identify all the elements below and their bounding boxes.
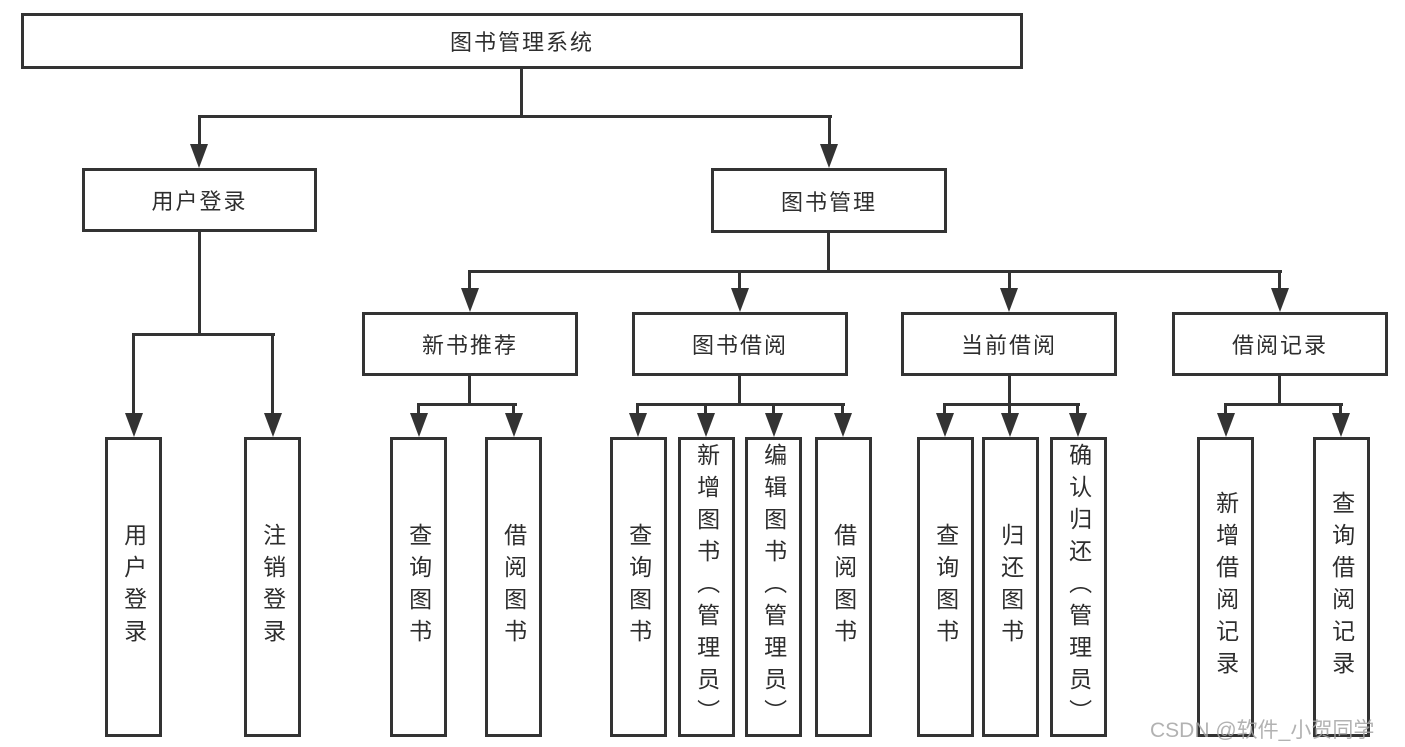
leaf-label: 用户登录: [120, 523, 147, 651]
connector-line: [636, 403, 639, 415]
leaf-label: 借阅图书: [830, 523, 857, 651]
connector-arrowhead: [505, 413, 523, 437]
leaf-label: 查询图书: [405, 523, 432, 651]
connector-arrowhead: [1217, 413, 1235, 437]
node-book-borrow: 图书借阅: [632, 312, 848, 376]
connector-line: [417, 403, 420, 415]
connector-line: [132, 333, 135, 417]
connector-arrowhead: [1001, 413, 1019, 437]
leaf-user-login: 用户登录: [105, 437, 162, 737]
node-new-book-recommend-label: 新书推荐: [421, 333, 518, 358]
leaf-label: 新增图书（管理员）: [693, 443, 720, 731]
connector-arrowhead: [1332, 413, 1350, 437]
connector-line: [828, 115, 831, 148]
node-new-book-recommend: 新书推荐: [362, 312, 578, 376]
connector-arrowhead: [834, 413, 852, 437]
connector-line: [738, 270, 741, 290]
connector-line: [943, 403, 946, 415]
connector-arrowhead: [190, 144, 208, 168]
leaf-confirm-return-admin: 确认归还（管理员）: [1050, 437, 1107, 737]
connector-line: [738, 376, 741, 405]
leaf-label: 确认归还（管理员）: [1065, 443, 1092, 731]
connector-line: [636, 403, 845, 406]
connector-arrowhead: [936, 413, 954, 437]
leaf-query-books-current: 查询图书: [917, 437, 974, 737]
connector-line: [1008, 376, 1011, 405]
leaf-edit-book-admin: 编辑图书（管理员）: [745, 437, 802, 737]
connector-line: [704, 403, 707, 415]
connector-line: [772, 403, 775, 415]
leaf-borrow-books-recommend: 借阅图书: [485, 437, 542, 737]
connector-line: [520, 68, 523, 117]
connector-line: [198, 232, 201, 335]
leaf-label: 新增借阅记录: [1212, 491, 1239, 683]
connector-arrowhead: [1271, 288, 1289, 312]
node-book-management: 图书管理: [711, 168, 947, 233]
leaf-query-books-borrow: 查询图书: [610, 437, 667, 737]
connector-line: [512, 403, 515, 415]
connector-arrowhead: [461, 288, 479, 312]
leaf-borrow-books: 借阅图书: [815, 437, 872, 737]
connector-line: [198, 115, 832, 118]
leaf-logout: 注销登录: [244, 437, 301, 737]
node-user-login: 用户登录: [82, 168, 317, 232]
connector-line: [841, 403, 844, 415]
leaf-query-books-recommend: 查询图书: [390, 437, 447, 737]
node-current-borrow: 当前借阅: [901, 312, 1117, 376]
leaf-query-borrow-record: 查询借阅记录: [1313, 437, 1370, 737]
connector-line: [468, 270, 1282, 273]
connector-line: [468, 376, 471, 405]
connector-line: [468, 270, 471, 290]
connector-arrowhead: [264, 413, 282, 437]
node-borrow-records-label: 借阅记录: [1231, 333, 1328, 358]
leaf-label: 查询图书: [625, 523, 652, 651]
leaf-add-borrow-record: 新增借阅记录: [1197, 437, 1254, 737]
node-user-login-label: 用户登录: [151, 189, 248, 214]
connector-arrowhead: [125, 413, 143, 437]
leaf-label: 借阅图书: [500, 523, 527, 651]
node-root-label: 图书管理系统: [449, 30, 594, 55]
connector-arrowhead: [697, 413, 715, 437]
connector-arrowhead: [731, 288, 749, 312]
connector-line: [1278, 376, 1281, 405]
connector-line: [198, 115, 201, 148]
node-book-management-label: 图书管理: [780, 189, 877, 215]
leaf-return-books: 归还图书: [982, 437, 1039, 737]
connector-line: [1278, 270, 1281, 290]
connector-line: [1076, 403, 1079, 415]
node-book-borrow-label: 图书借阅: [691, 333, 788, 358]
watermark: CSDN @软件_小贺同学: [1150, 719, 1375, 742]
connector-arrowhead: [629, 413, 647, 437]
leaf-label: 归还图书: [997, 523, 1024, 651]
connector-line: [1008, 403, 1011, 415]
connector-line: [1224, 403, 1227, 415]
leaf-add-book-admin: 新增图书（管理员）: [678, 437, 735, 737]
connector-arrowhead: [1000, 288, 1018, 312]
connector-arrowhead: [820, 144, 838, 168]
connector-arrowhead: [1069, 413, 1087, 437]
connector-line: [1224, 403, 1343, 406]
connector-line: [1339, 403, 1342, 415]
leaf-label: 查询借阅记录: [1328, 491, 1355, 683]
leaf-label: 编辑图书（管理员）: [760, 443, 787, 731]
node-current-borrow-label: 当前借阅: [960, 333, 1057, 358]
connector-line: [943, 403, 1080, 406]
connector-arrowhead: [410, 413, 428, 437]
node-borrow-records: 借阅记录: [1172, 312, 1388, 376]
connector-arrowhead: [765, 413, 783, 437]
connector-line: [132, 333, 275, 336]
leaf-label: 查询图书: [932, 523, 959, 651]
connector-line: [1008, 270, 1011, 290]
connector-line: [827, 233, 830, 272]
node-root: 图书管理系统: [21, 13, 1023, 69]
connector-line: [271, 333, 274, 417]
connector-line: [417, 403, 517, 406]
leaf-label: 注销登录: [259, 523, 286, 651]
